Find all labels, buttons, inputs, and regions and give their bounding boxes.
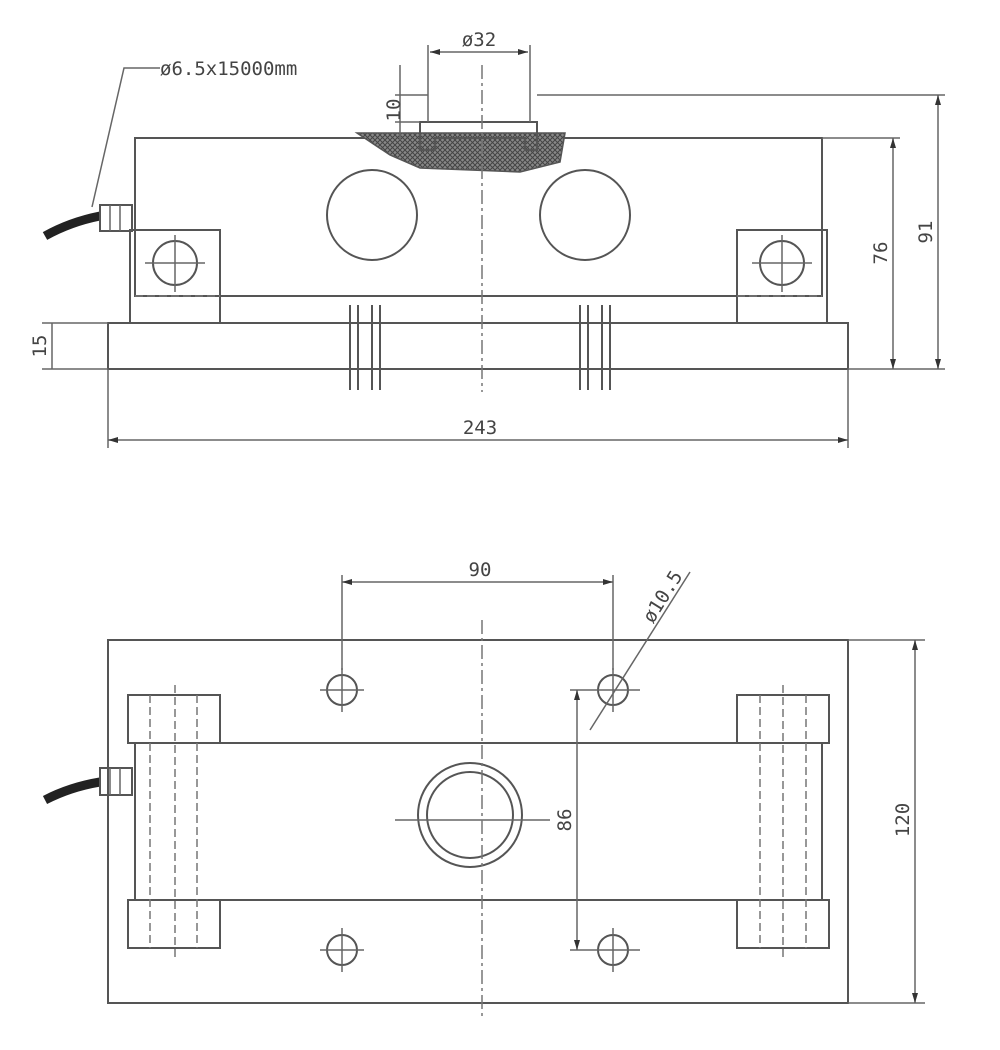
plan-view: 90 ø10.5 86 120: [42, 559, 925, 1020]
left-foot-bolt-icon: [145, 235, 205, 292]
gauge-hole-right: [539, 169, 631, 261]
dim-length: 243: [463, 417, 497, 439]
dim-hole-spacing-x: 90: [469, 559, 492, 581]
left-foot-plan: [127, 685, 221, 960]
mounting-hole-icon: [320, 668, 640, 972]
dim-hole-diameter: ø10.5: [638, 567, 687, 627]
dim-cap-height: 10: [383, 99, 405, 122]
base-plate-plan: [107, 639, 849, 1004]
right-foot-plan: [736, 685, 830, 960]
dim-body-height: 76: [870, 242, 892, 265]
right-foot-bolt-icon: [752, 235, 812, 292]
base-plate: [107, 322, 849, 370]
gauge-hole-left: [326, 169, 418, 261]
load-ring-icon: [395, 762, 550, 868]
cable-icon-plan: [42, 777, 101, 805]
section-hatch: [354, 132, 566, 173]
front-view: ø6.5x15000mm ø32 10 91 76 15 243: [29, 29, 945, 448]
cable-connector-plan: [99, 767, 133, 796]
load-cap: [419, 121, 538, 151]
dim-base-thickness: 15: [29, 335, 51, 358]
base-slot-right: [579, 305, 611, 390]
dim-width: 120: [892, 803, 914, 837]
dim-cap-diameter: ø32: [462, 29, 496, 51]
base-slot-left: [349, 305, 381, 390]
dim-total-height: 91: [915, 221, 937, 244]
cable-connector: [99, 204, 133, 232]
cable-label: ø6.5x15000mm: [160, 58, 297, 80]
dim-hole-spacing-y: 86: [554, 809, 576, 832]
cable-icon: [42, 211, 101, 240]
beam-plan: [134, 742, 823, 901]
